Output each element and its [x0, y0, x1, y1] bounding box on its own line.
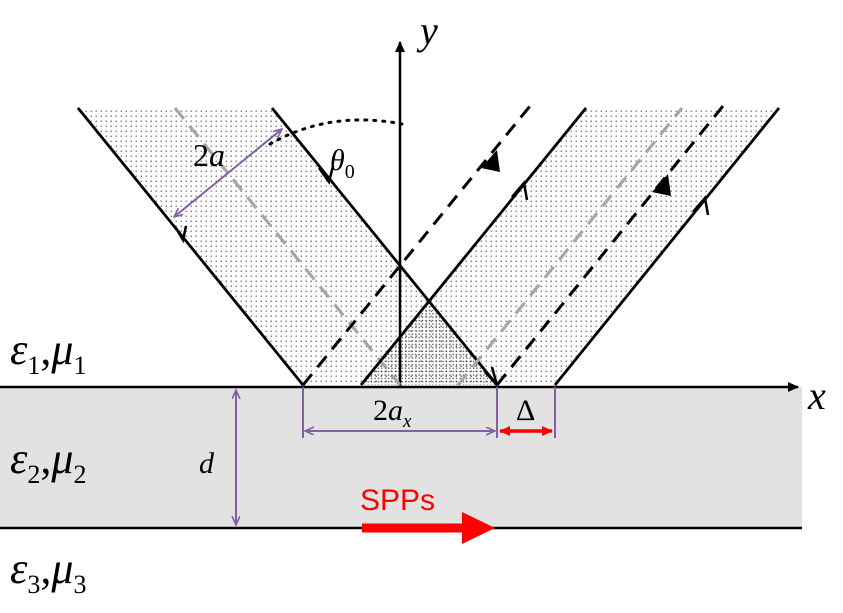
reflected-beam-region [361, 108, 779, 385]
incident-beam-left-edge [76, 107, 305, 386]
y-axis-label: y [416, 8, 438, 53]
reflected-beam-right-edge [553, 107, 781, 386]
angle-arc [268, 118, 404, 146]
beam-width-label: 2a [193, 137, 225, 173]
reflected-right-arrowhead [692, 195, 710, 216]
medium-1-label: ε1,μ1 [10, 325, 86, 380]
geometric-reflection-right-dashed [495, 105, 725, 386]
reflected-beam-left-edge [359, 107, 588, 386]
x-axis-label: x [807, 373, 826, 418]
dashed-right-arrowhead [652, 174, 671, 196]
middle-layer [0, 387, 802, 528]
incident-end-arrowhead [484, 366, 499, 386]
shift-label: Δ [516, 394, 535, 427]
thickness-label: d [199, 447, 215, 480]
medium-3-label: ε3,μ3 [10, 544, 86, 599]
beam-width-dimension [174, 129, 282, 217]
geometric-reflection-left-dashed [301, 105, 532, 386]
incident-left-arrowhead [174, 225, 188, 244]
reflected-left-arrowhead [511, 180, 529, 201]
projected-width-label: 2ax [373, 394, 412, 432]
medium-2-label: ε2,μ2 [10, 434, 86, 489]
incident-beam-right-edge [270, 107, 499, 386]
dashed-left-arrowhead [481, 150, 500, 172]
beam-overlap-region [361, 301, 497, 385]
spp-label: SPPs [360, 484, 435, 517]
spp-arrowhead [462, 512, 495, 544]
incident-right-arrowhead [317, 165, 335, 185]
reflected-beam-center [456, 106, 684, 387]
angle-label: θ0 [330, 144, 355, 183]
